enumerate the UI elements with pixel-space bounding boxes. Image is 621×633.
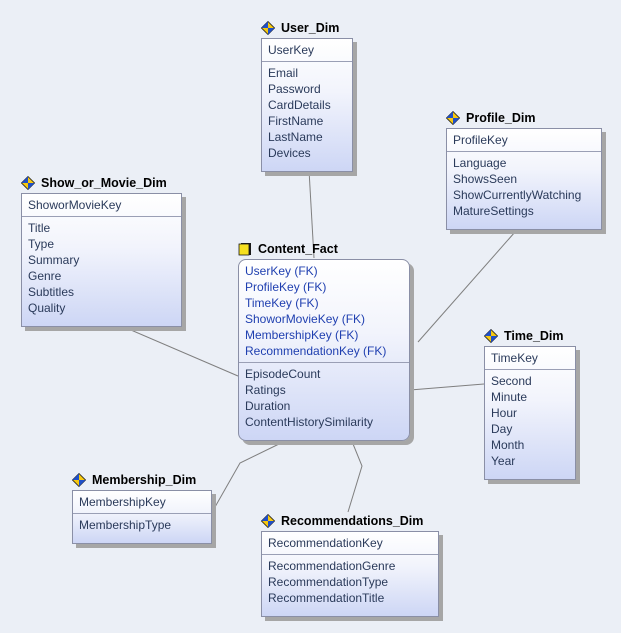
attribute: Genre xyxy=(28,269,62,283)
key-attribute: ProfileKey xyxy=(453,133,508,147)
key-attribute: ShoworMovieKey xyxy=(28,198,122,212)
entity-title: User_Dim xyxy=(281,21,340,35)
attribute-section: MembershipType xyxy=(73,514,211,536)
attribute: Duration xyxy=(245,399,291,413)
attribute: FirstName xyxy=(268,114,324,128)
attribute: RecommendationType xyxy=(268,575,389,589)
attribute: RecommendationGenre xyxy=(268,559,396,573)
key-attribute: RecommendationKey xyxy=(268,536,383,550)
attribute: Devices xyxy=(268,146,311,160)
attribute: ShowsSeen xyxy=(453,172,518,186)
dimension-table-icon xyxy=(72,473,86,487)
attribute: EpisodeCount xyxy=(245,367,321,381)
foreign-key: ProfileKey (FK) xyxy=(245,280,327,294)
foreign-key: RecommendationKey (FK) xyxy=(245,344,387,358)
entity-time-dim[interactable]: Time_Dim TimeKey Second Minute Hour Day … xyxy=(484,328,580,480)
attribute: Quality xyxy=(28,301,66,315)
entity-profile-dim[interactable]: Profile_Dim ProfileKey Language ShowsSee… xyxy=(446,110,606,232)
attribute: Title xyxy=(28,221,51,235)
entity-title: Recommendations_Dim xyxy=(281,514,424,528)
link-time-fact xyxy=(409,383,485,391)
attribute: Hour xyxy=(491,406,518,420)
attribute: MembershipType xyxy=(79,518,172,532)
attribute: Password xyxy=(268,82,321,96)
attribute: Month xyxy=(491,438,525,452)
fact-table-icon xyxy=(238,243,251,256)
entity-title: Membership_Dim xyxy=(92,473,197,487)
foreign-key: MembershipKey (FK) xyxy=(245,328,359,342)
key-attribute: TimeKey xyxy=(491,351,538,365)
key-attribute: UserKey xyxy=(268,43,315,57)
foreign-key: ShoworMovieKey (FK) xyxy=(245,312,366,326)
entity-title: Show_or_Movie_Dim xyxy=(41,176,167,190)
attribute: Subtitles xyxy=(28,285,75,299)
entity-title: Content_Fact xyxy=(258,242,338,256)
attribute: ShowCurrentlyWatching xyxy=(453,188,582,202)
foreign-key: TimeKey (FK) xyxy=(245,296,319,310)
attribute: Second xyxy=(491,374,532,388)
attribute: RecommendationTitle xyxy=(268,591,385,605)
attribute: MatureSettings xyxy=(453,204,534,218)
attribute-section: Language ShowsSeen ShowCurrentlyWatching… xyxy=(447,152,601,222)
attribute-section: RecommendationGenre RecommendationType R… xyxy=(262,555,438,609)
dimension-table-icon xyxy=(261,514,275,528)
key-attribute: MembershipKey xyxy=(79,495,166,509)
key-section: UserKey xyxy=(262,39,352,62)
attribute: LastName xyxy=(268,130,323,144)
attribute-section: Email Password CardDetails FirstName Las… xyxy=(262,62,352,164)
key-section: ProfileKey xyxy=(447,129,601,152)
key-section: UserKey (FK) ProfileKey (FK) TimeKey (FK… xyxy=(239,260,409,363)
entity-content-fact[interactable]: Content_Fact UserKey (FK) ProfileKey (FK… xyxy=(238,241,414,441)
entity-title: Profile_Dim xyxy=(466,111,536,125)
entity-recommendations-dim[interactable]: Recommendations_Dim RecommendationKey Re… xyxy=(261,513,443,617)
attribute: Email xyxy=(268,66,299,80)
key-section: TimeKey xyxy=(485,347,575,370)
link-user-fact xyxy=(308,169,315,259)
attribute: Language xyxy=(453,156,507,170)
entity-title: Time_Dim xyxy=(504,329,564,343)
attribute: Summary xyxy=(28,253,80,267)
link-show-fact xyxy=(123,326,239,377)
dimension-table-icon xyxy=(261,21,275,35)
link-recommendations-fact xyxy=(347,438,363,513)
attribute-section: Second Minute Hour Day Month Year xyxy=(485,370,575,472)
attribute: Day xyxy=(491,422,513,436)
foreign-key: UserKey (FK) xyxy=(245,264,318,278)
attribute-section: EpisodeCount Ratings Duration ContentHis… xyxy=(239,363,409,433)
dimension-table-icon xyxy=(484,329,498,343)
attribute: Minute xyxy=(491,390,528,404)
attribute: Ratings xyxy=(245,383,286,397)
attribute: Type xyxy=(28,237,55,251)
key-section: MembershipKey xyxy=(73,491,211,514)
attribute: ContentHistorySimilarity xyxy=(245,415,374,429)
dimension-table-icon xyxy=(21,176,35,190)
attribute: CardDetails xyxy=(268,98,331,112)
entity-membership-dim[interactable]: Membership_Dim MembershipKey MembershipT… xyxy=(72,472,216,544)
attribute: Year xyxy=(491,454,516,468)
entity-user-dim[interactable]: User_Dim UserKey Email Password CardDeta… xyxy=(261,20,357,172)
key-section: ShoworMovieKey xyxy=(22,194,181,217)
link-profile-fact xyxy=(417,231,516,343)
dimension-table-icon xyxy=(446,111,460,125)
link-membership-fact xyxy=(214,443,280,508)
entity-show-or-movie-dim[interactable]: Show_or_Movie_Dim ShoworMovieKey Title T… xyxy=(21,175,186,327)
attribute-section: Title Type Summary Genre Subtitles Quali… xyxy=(22,217,181,319)
key-section: RecommendationKey xyxy=(262,532,438,555)
